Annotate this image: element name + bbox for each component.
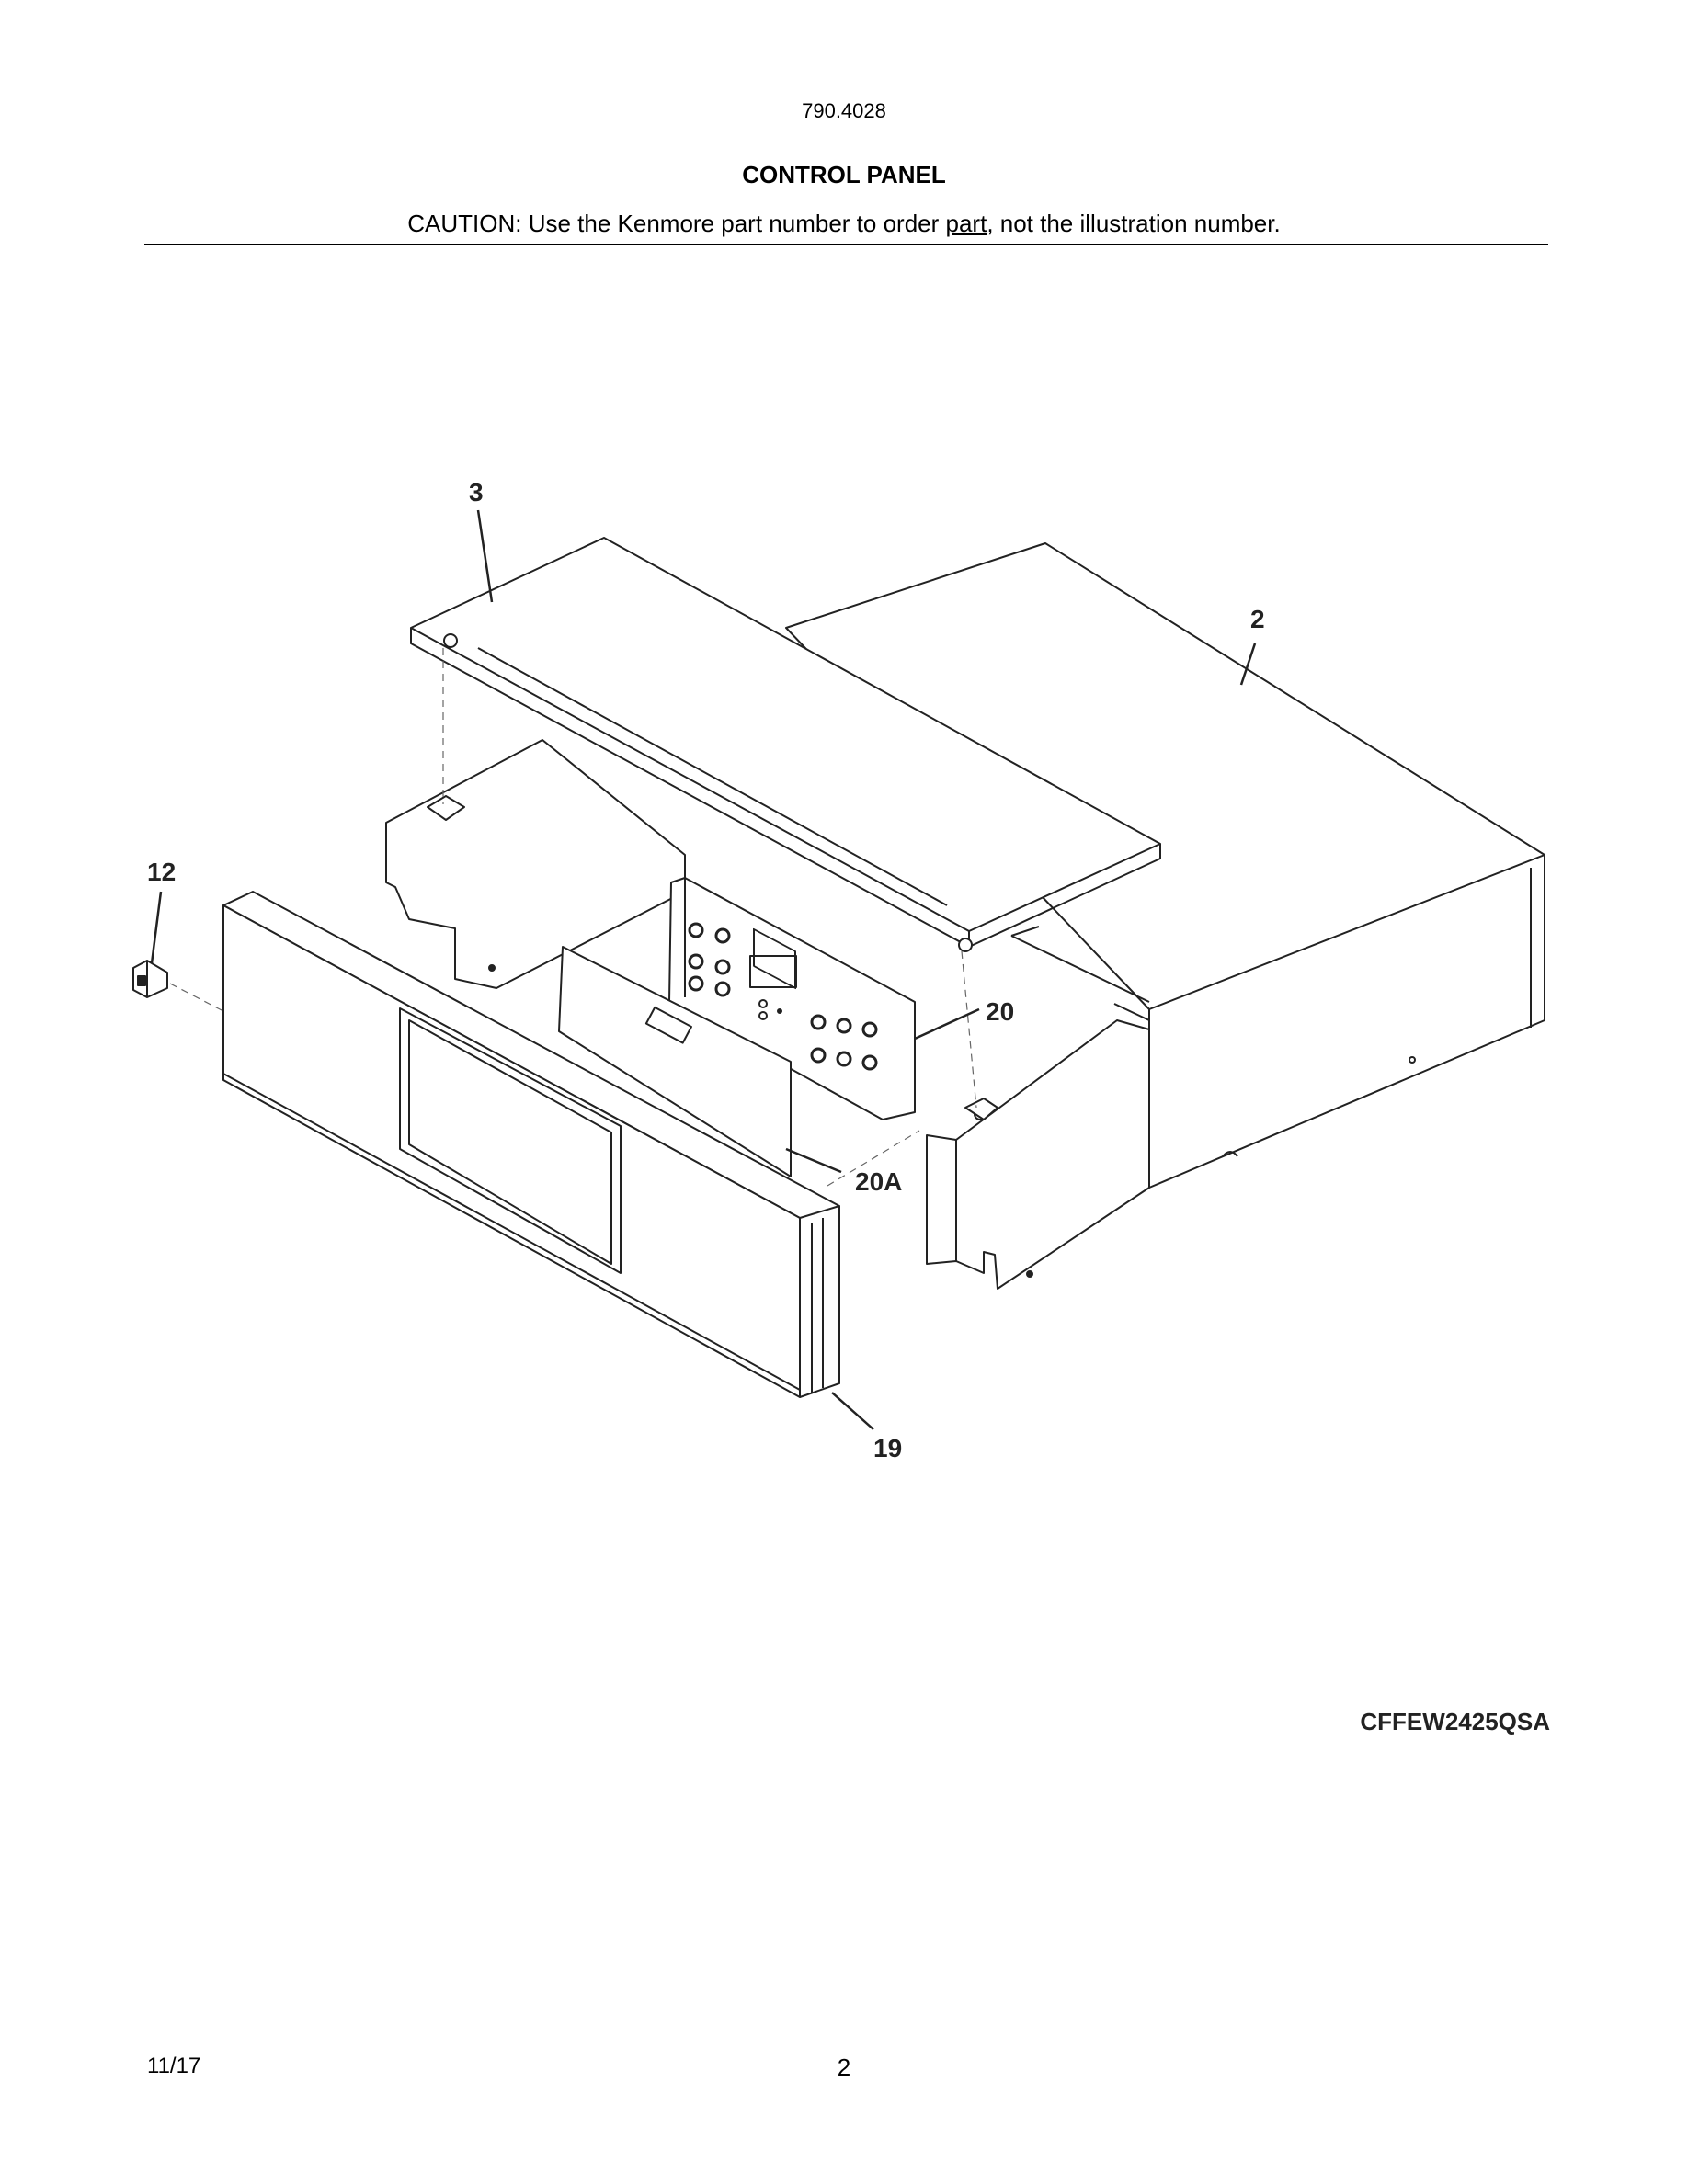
part-20a-overlay bbox=[558, 946, 792, 1177]
callout-19: 19 bbox=[873, 1434, 902, 1462]
part-19-front-console bbox=[222, 891, 840, 1398]
caution-underlined-word: part bbox=[945, 210, 987, 237]
part-2-housing bbox=[785, 542, 1545, 1290]
page-number: 2 bbox=[837, 2053, 851, 2081]
caution-text: CAUTION: Use the Kenmore part number to … bbox=[407, 210, 946, 237]
part-20-control-board bbox=[668, 877, 916, 1120]
caution-notice: CAUTION: Use the Kenmore part number to … bbox=[0, 210, 1688, 238]
caution-text-end: , not the illustration number. bbox=[987, 210, 1281, 237]
callout-20a: 20A bbox=[855, 1167, 902, 1196]
callout-20: 20 bbox=[986, 997, 1014, 1026]
footer-date: 11/17 bbox=[147, 2053, 201, 2078]
model-code: CFFEW2425QSA bbox=[1360, 1708, 1550, 1735]
part-3-top-panel bbox=[410, 537, 1161, 952]
page-title: CONTROL PANEL bbox=[742, 161, 946, 188]
callout-3: 3 bbox=[469, 478, 484, 506]
part-12-switch bbox=[132, 960, 168, 998]
callout-2: 2 bbox=[1250, 605, 1265, 633]
document-model-number: 790.4028 bbox=[802, 99, 886, 122]
left-mounting-bracket bbox=[385, 739, 686, 989]
header-divider bbox=[144, 244, 1548, 245]
callout-12: 12 bbox=[147, 858, 176, 886]
